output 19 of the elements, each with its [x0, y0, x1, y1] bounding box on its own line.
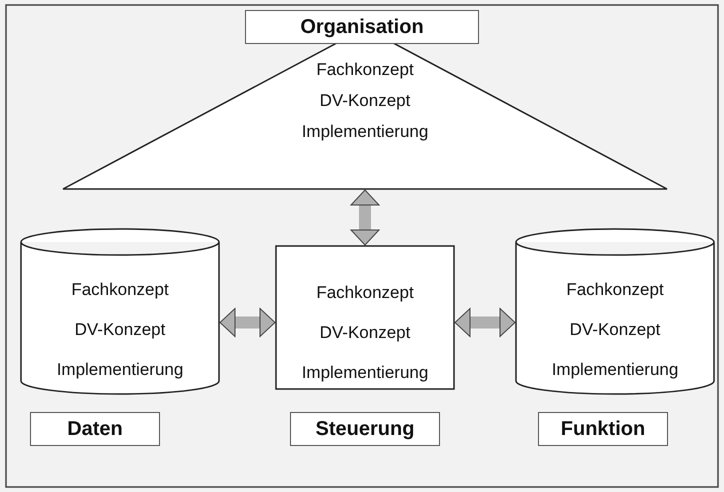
heading-label: Steuerung	[290, 412, 440, 446]
heading-label: Daten	[30, 412, 160, 446]
node-text: Implementierung	[550, 360, 680, 380]
double-arrow	[220, 308, 276, 337]
node-text: Fachkonzept	[315, 283, 415, 303]
double-arrow	[350, 190, 380, 246]
heading-label: Organisation	[245, 10, 479, 44]
node-text: DV-Konzept	[568, 320, 662, 340]
node-text: DV-Konzept	[74, 320, 166, 340]
node-text: Implementierung	[56, 360, 184, 380]
node-text: DV-Konzept	[318, 323, 412, 343]
node-text: DV-Konzept	[318, 91, 412, 111]
heading-label: Funktion	[538, 412, 668, 446]
node-text: Fachkonzept	[70, 280, 170, 300]
node-text: Fachkonzept	[565, 280, 665, 300]
node-text: Implementierung	[300, 363, 430, 383]
double-arrow	[454, 308, 516, 337]
node-text: Fachkonzept	[315, 60, 415, 80]
node-text: Implementierung	[300, 122, 430, 142]
